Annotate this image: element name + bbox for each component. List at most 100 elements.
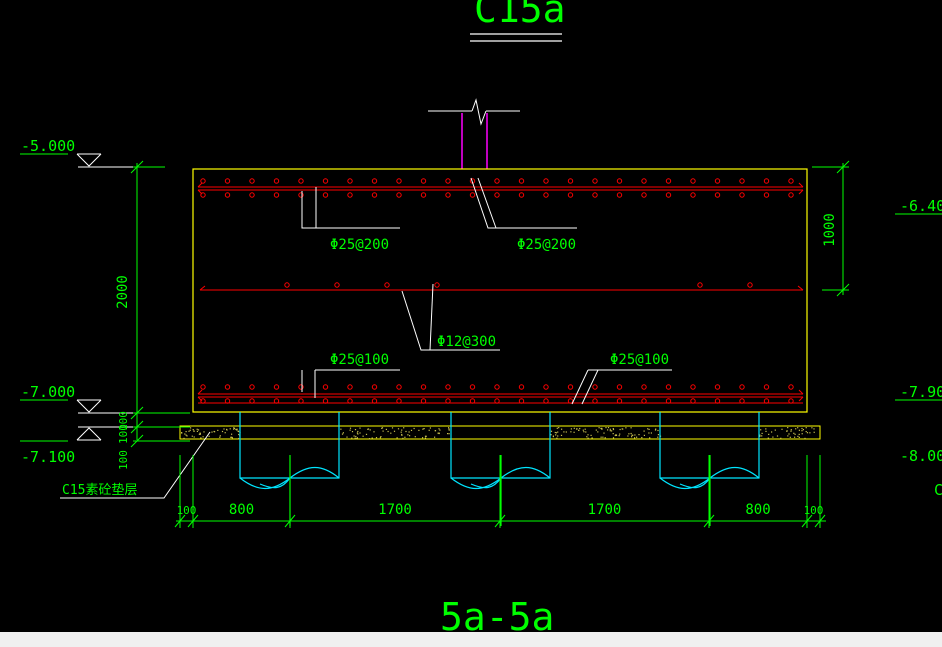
rebar-section [739, 398, 745, 404]
rebar-section [420, 384, 427, 390]
rebar-section [616, 178, 623, 184]
dim-small-a: 100 [117, 411, 130, 431]
rebar-section [763, 178, 770, 184]
rebar-section [494, 398, 500, 404]
rebar-section [665, 384, 672, 390]
rebar-section [224, 384, 231, 390]
rebar-section [592, 384, 598, 390]
rebar-section [665, 192, 672, 198]
dim-bottom-label: 1700 [588, 502, 622, 518]
elevation-left-mid: -7.000 [21, 383, 75, 401]
rebar-section [714, 398, 721, 404]
rebar-section [788, 178, 794, 184]
rebar-section [592, 178, 598, 184]
rebar-section [249, 178, 255, 184]
rebar-section [543, 384, 549, 390]
rebar-section [747, 282, 753, 288]
rebar-section [347, 398, 353, 404]
rebar-section [690, 398, 696, 404]
rebar-section [200, 384, 206, 390]
rebar-section [322, 178, 329, 184]
rebar-section [543, 192, 549, 198]
rebar-section [420, 192, 427, 198]
rebar-section [371, 192, 378, 198]
rebar-section [788, 398, 794, 404]
elevation-left-top: -5.000 [21, 137, 75, 155]
rebar-section [494, 192, 500, 198]
rebar-section [347, 178, 353, 184]
rebar-section [347, 192, 353, 198]
rebar-section [396, 192, 402, 198]
rebar-section [298, 178, 304, 184]
section-drawing: C15a [20, 0, 942, 639]
rebar-section [322, 398, 329, 404]
rebar-section [641, 178, 647, 184]
bottom-rebar [197, 384, 804, 404]
rebar-section [200, 398, 206, 404]
rebar-section [690, 192, 696, 198]
rebar-label-middle: Φ12@300 [437, 334, 496, 350]
middle-rebar [199, 282, 804, 291]
rebar-label-top-left: Φ25@200 [330, 237, 389, 253]
rebar-section [641, 384, 647, 390]
rebar-section [396, 178, 402, 184]
rebar-section [518, 398, 525, 404]
rebar-section [396, 384, 402, 390]
dimension-left [130, 160, 190, 448]
dim-bottom-label: 800 [229, 502, 254, 518]
rebar-section [469, 398, 476, 404]
rebar-section [518, 192, 525, 198]
rebar-section [788, 384, 794, 390]
rebar-leaders [60, 177, 672, 499]
rebar-section [322, 384, 329, 390]
rebar-label-bottom-left: Φ25@100 [330, 352, 389, 368]
top-title: C15a [474, 0, 566, 31]
rebar-section [788, 192, 794, 198]
rebar-section [567, 384, 574, 390]
rebar-section [434, 282, 440, 288]
rebar-section [714, 192, 721, 198]
rebar-section [763, 384, 770, 390]
rebar-section [739, 192, 745, 198]
rebar-section [518, 384, 525, 390]
rebar-section [714, 178, 721, 184]
dim-bottom-label: 100 [177, 504, 197, 517]
rebar-section [641, 398, 647, 404]
rebar-section [469, 192, 476, 198]
rebar-section [347, 384, 353, 390]
rebar-section [420, 398, 427, 404]
rebar-section [592, 398, 598, 404]
rebar-section [641, 192, 647, 198]
dim-bottom-label: 1700 [378, 502, 412, 518]
rebar-label-top-right: Φ25@200 [517, 237, 576, 253]
rebar-section [371, 178, 378, 184]
rebar-section [592, 192, 598, 198]
status-strip [0, 632, 942, 647]
rebar-section [763, 398, 770, 404]
rebar-section [200, 178, 206, 184]
rebar-section [322, 192, 329, 198]
rebar-section [224, 398, 231, 404]
rebar-section [616, 398, 623, 404]
rebar-section [334, 282, 340, 288]
dim-small-c: 100 [117, 450, 130, 470]
rebar-section [445, 384, 451, 390]
rebar-section [445, 192, 451, 198]
rebar-section [249, 384, 255, 390]
rebar-section [567, 398, 574, 404]
rebar-section [284, 282, 290, 288]
rebar-section [739, 384, 745, 390]
rebar-label-bottom-right: Φ25@100 [610, 352, 669, 368]
cushion-label: C15素砼垫层 [62, 482, 137, 498]
dim-bottom-label: 800 [745, 502, 770, 518]
rebar-section [494, 384, 500, 390]
dim-height-total: 2000 [115, 275, 131, 309]
rebar-section [567, 192, 574, 198]
rebar-section [224, 192, 231, 198]
cushion-layer [179, 425, 821, 440]
elevation-right-top: -6.400 [900, 197, 942, 215]
rebar-section [420, 178, 427, 184]
rebar-section [445, 178, 451, 184]
rebar-section [273, 178, 280, 184]
